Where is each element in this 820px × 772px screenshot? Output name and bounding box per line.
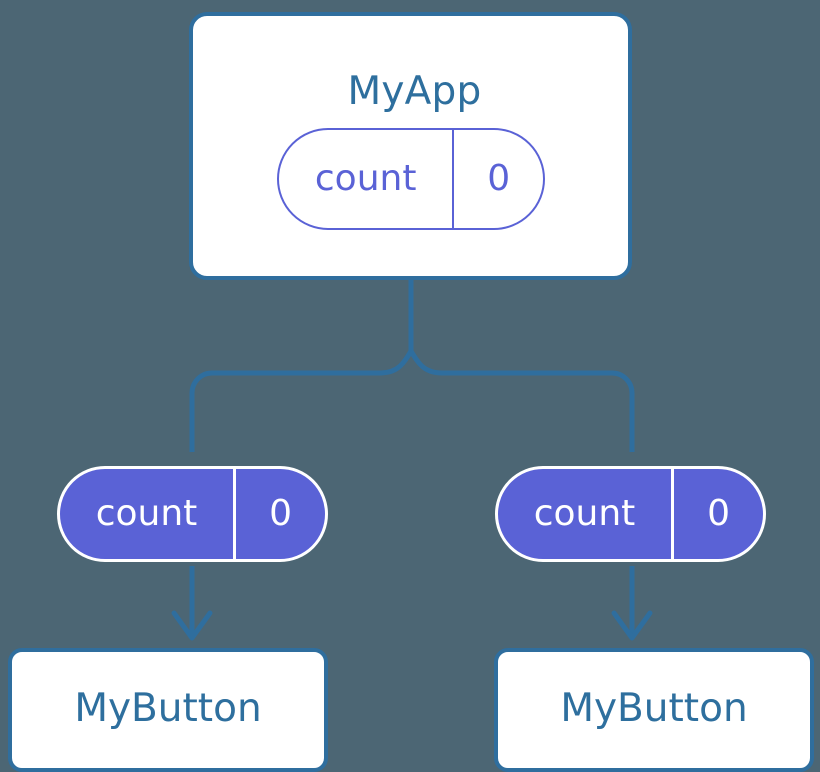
- component-title-mybutton-2: MyButton: [560, 686, 748, 731]
- component-card-mybutton-2[interactable]: MyButton: [494, 648, 814, 772]
- state-value: 0: [452, 130, 543, 228]
- state-key: count: [314, 158, 417, 199]
- connector-branch-right: [408, 349, 635, 452]
- component-title-mybutton-1: MyButton: [74, 686, 262, 731]
- state-pill-myapp-count[interactable]: count 0: [277, 128, 545, 230]
- state-value: 0: [671, 469, 763, 559]
- connector-branch-left: [189, 349, 414, 452]
- state-value: 0: [233, 469, 325, 559]
- component-title-myapp: MyApp: [347, 69, 482, 114]
- state-pill-child-2-count[interactable]: count 0: [495, 466, 766, 562]
- arrow-left-head-icon: [171, 610, 213, 641]
- state-pill-child-1-count[interactable]: count 0: [57, 466, 328, 562]
- state-key: count: [95, 493, 198, 534]
- state-key: count: [533, 493, 636, 534]
- component-card-mybutton-1[interactable]: MyButton: [8, 648, 328, 772]
- arrow-right-head-icon: [611, 610, 653, 641]
